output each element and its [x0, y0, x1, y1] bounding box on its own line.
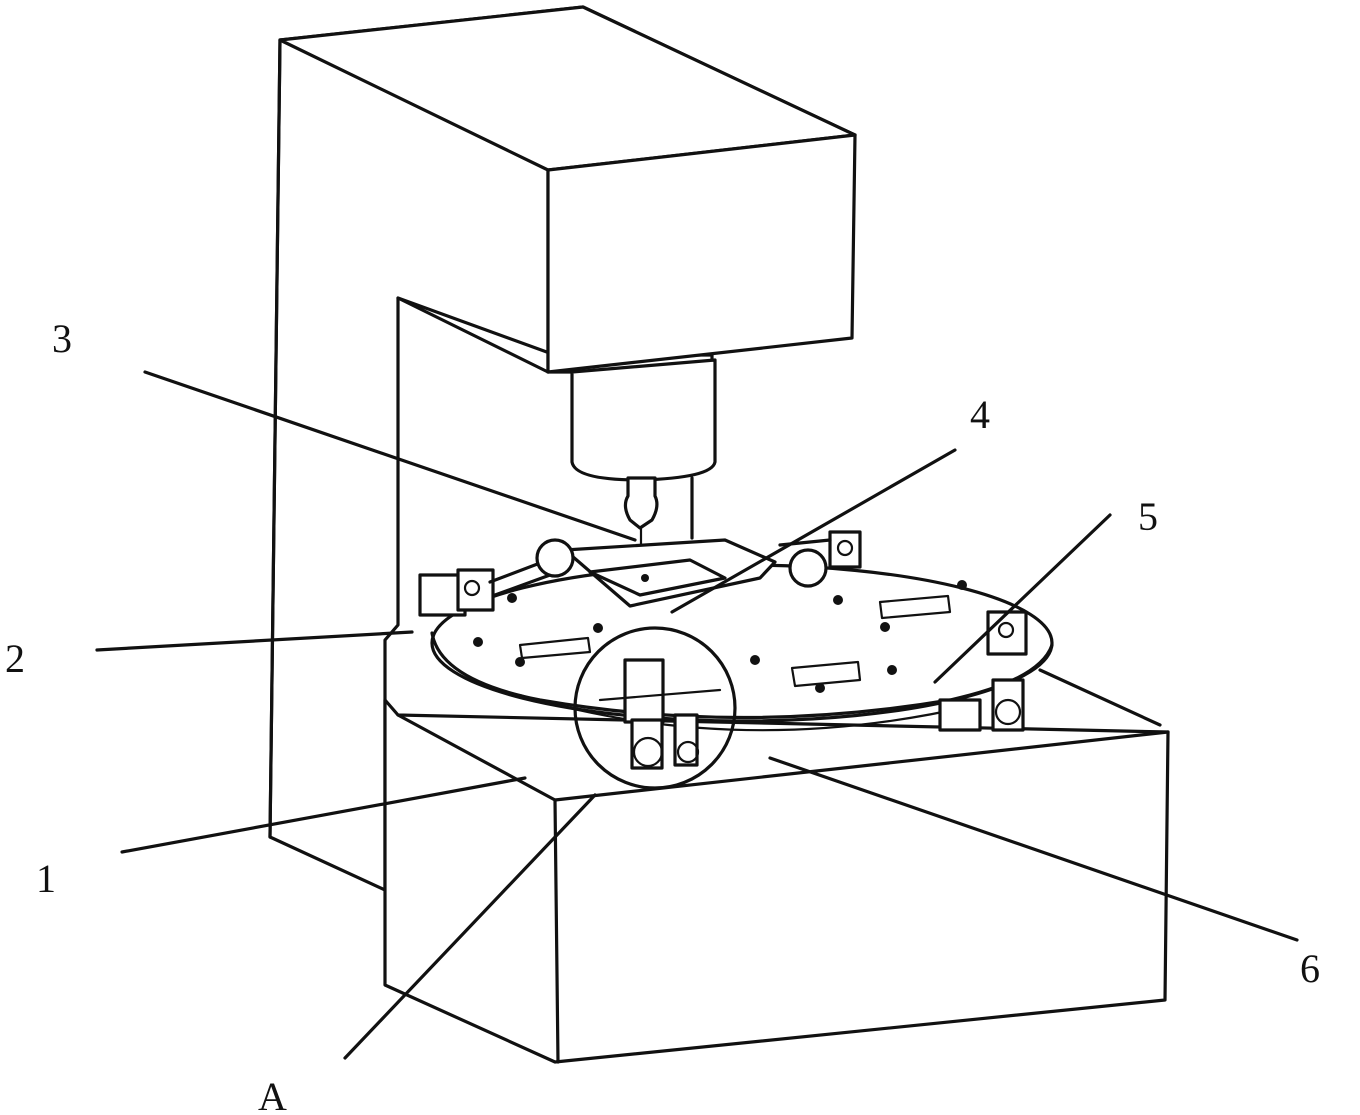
- label-6: 6: [1300, 946, 1320, 991]
- rotary-table: [430, 538, 1054, 732]
- leader-2: [95, 630, 414, 652]
- leader-6: [768, 756, 1299, 942]
- label-5: 5: [1138, 494, 1158, 539]
- label-a: A: [258, 1074, 287, 1115]
- label-2: 2: [5, 636, 25, 681]
- leader-6b: [1038, 668, 1162, 727]
- leader-3: [143, 370, 637, 542]
- head-block: [268, 5, 857, 839]
- leader-4: [670, 448, 957, 614]
- part-labels: 3 4 5 2 1 6 A: [5, 316, 1320, 1115]
- label-4: 4: [970, 392, 990, 437]
- detail-circle-a: [573, 626, 737, 790]
- leader-1: [120, 776, 527, 854]
- clamp-fixtures: [418, 530, 1028, 770]
- leader-5: [933, 513, 1112, 684]
- leader-a: [343, 793, 597, 1060]
- leader-lines: [95, 370, 1299, 1060]
- label-1: 1: [36, 856, 56, 901]
- base-block: [383, 698, 1170, 1064]
- spindle: [570, 358, 717, 547]
- label-3: 3: [52, 316, 72, 361]
